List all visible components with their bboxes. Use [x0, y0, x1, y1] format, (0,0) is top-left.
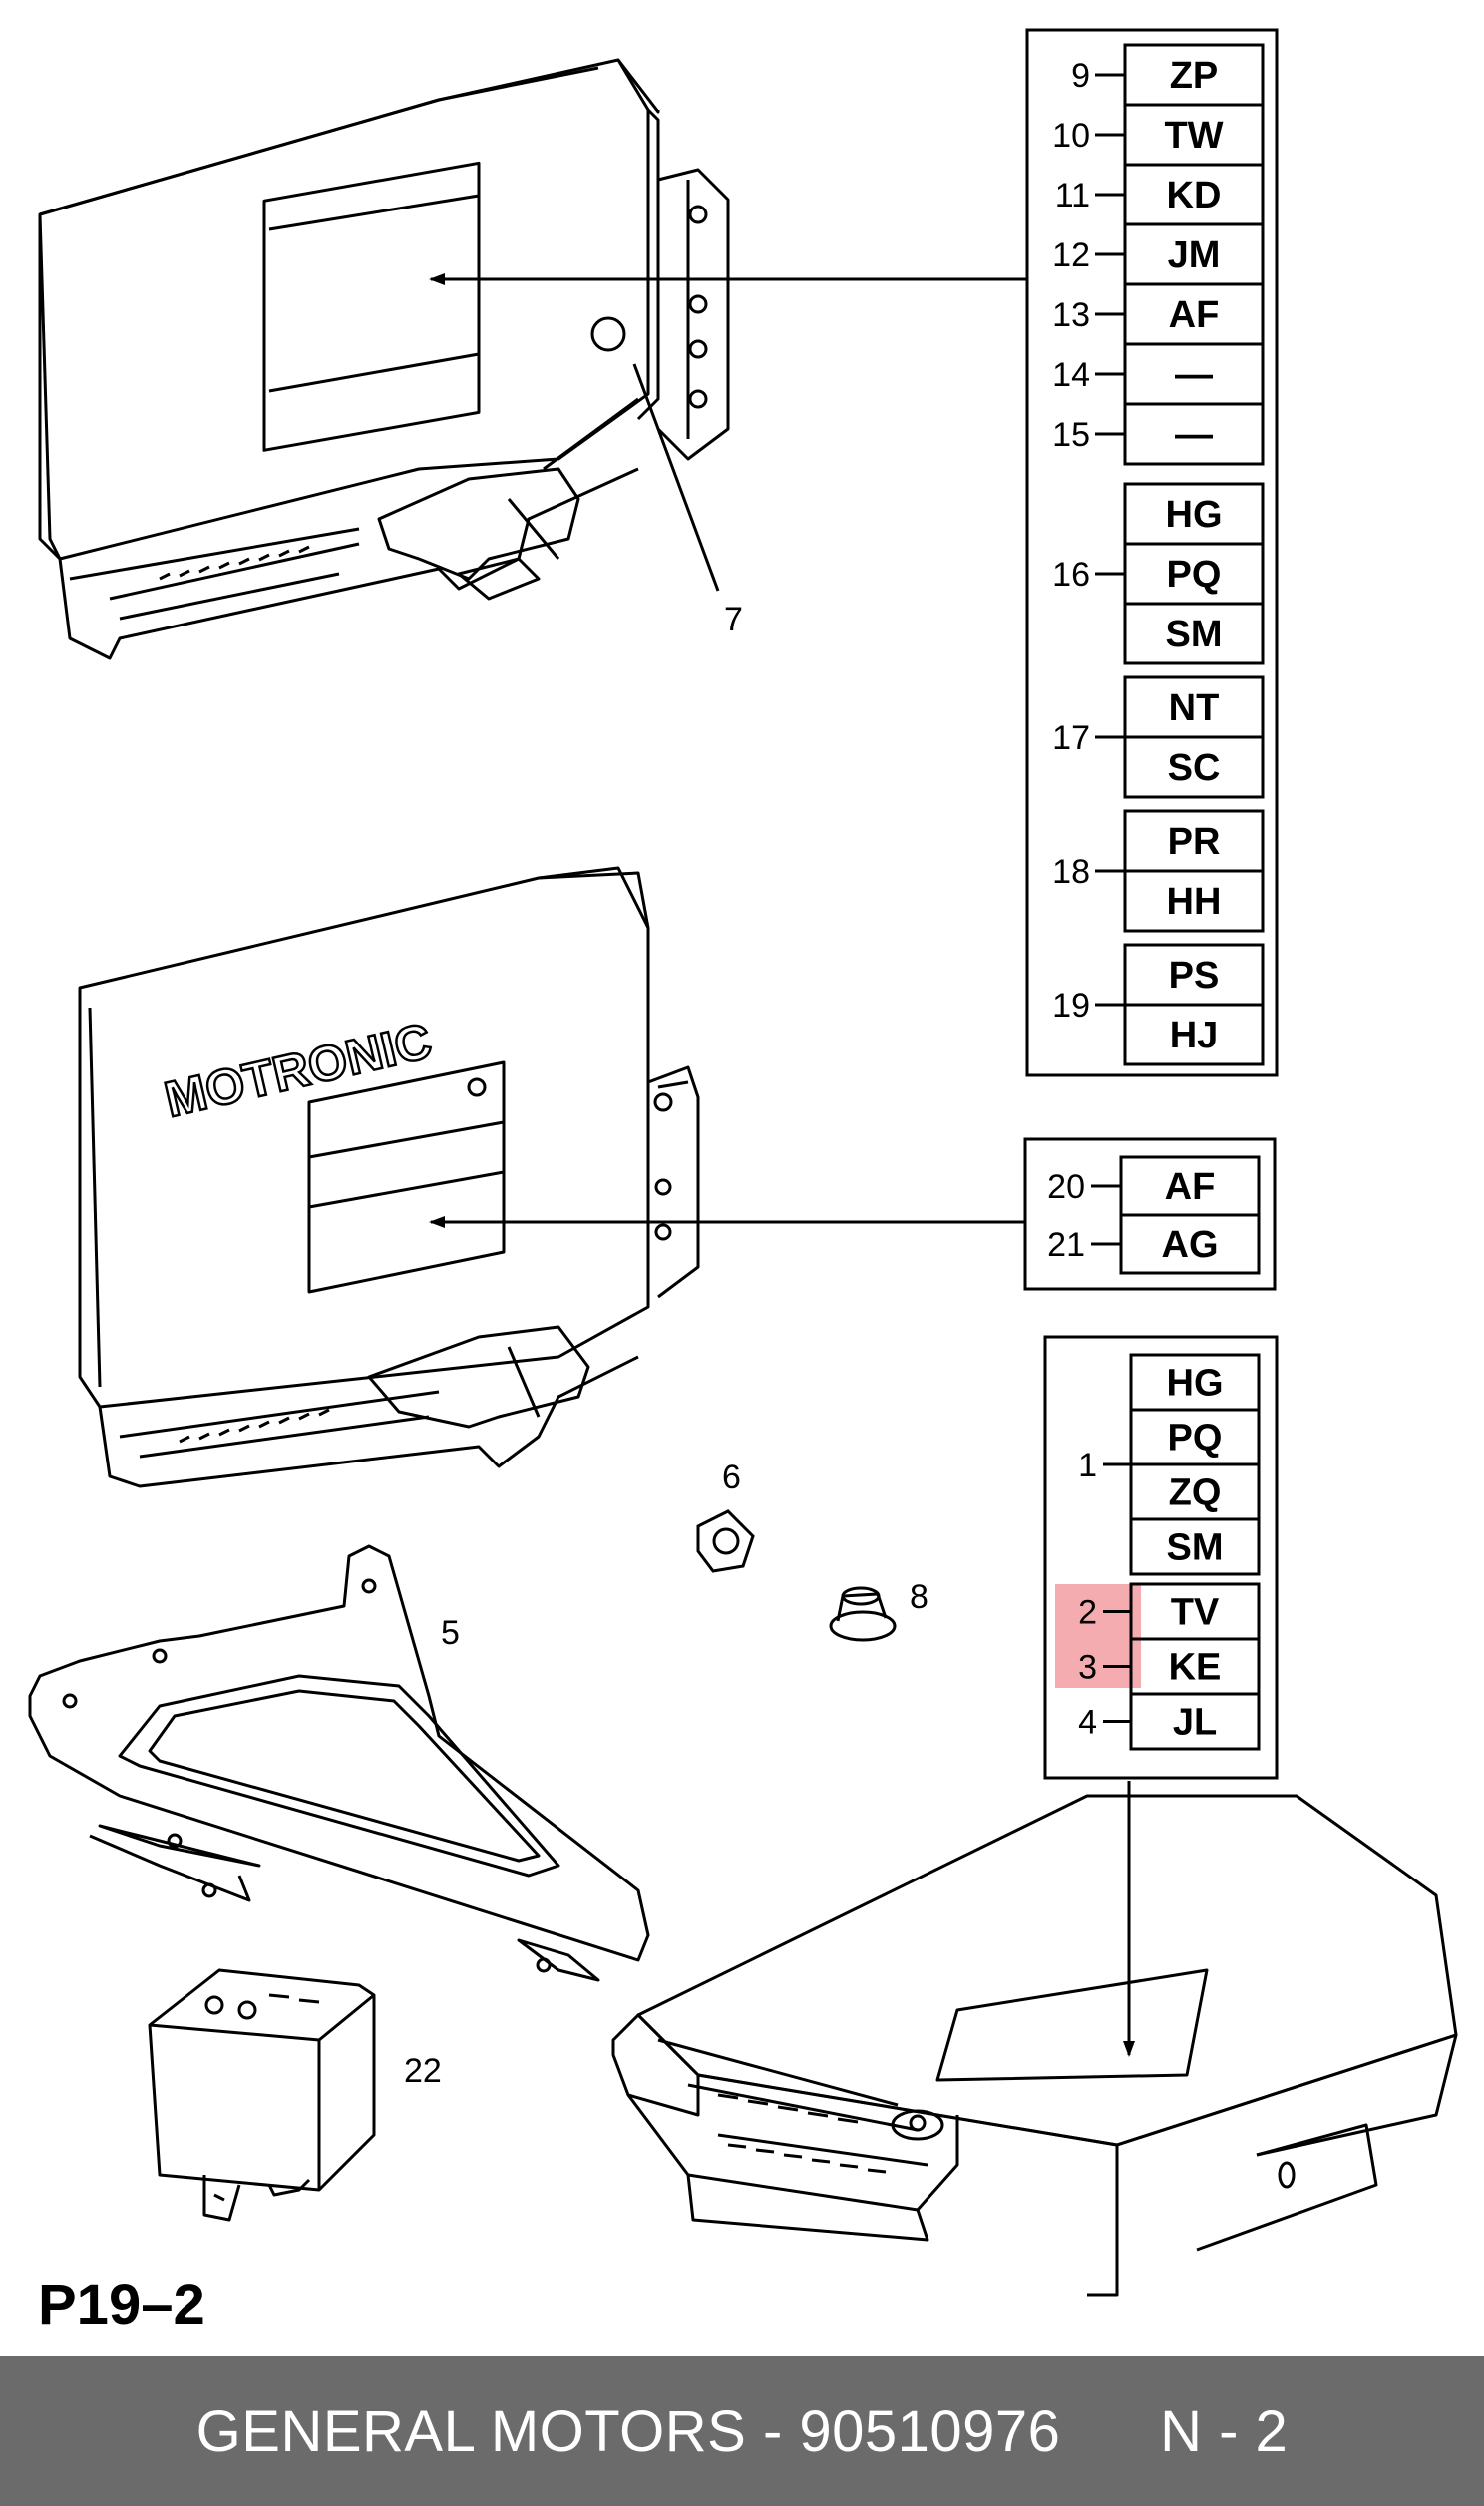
code-label: AG: [1162, 1224, 1219, 1266]
ecu-top-illustration: [38, 58, 730, 660]
row-number: 12: [1052, 236, 1090, 274]
row-number: 13: [1052, 296, 1090, 334]
code-cell: [1129, 1517, 1261, 1576]
code-cell: [1123, 1003, 1265, 1066]
code-label: TW: [1164, 115, 1223, 157]
code-label: ZP: [1170, 55, 1219, 97]
code-label: HG: [1167, 1363, 1224, 1405]
code-cell: [1123, 602, 1265, 665]
callout-22: 22: [404, 2052, 442, 2090]
bracket-illustration: [28, 1544, 650, 1982]
code-label: PQ: [1168, 1418, 1223, 1460]
code-label: JM: [1168, 234, 1221, 276]
row-number: 14: [1052, 356, 1090, 394]
row-number: 2: [1078, 1594, 1097, 1632]
footer-brand: GENERAL MOTORS: [195, 2398, 747, 2464]
row-number: 16: [1052, 556, 1090, 594]
grommet-illustration: [829, 1586, 897, 1642]
relay-illustration: [148, 1968, 376, 2222]
row-number: 18: [1052, 853, 1090, 891]
row-number: 1: [1078, 1447, 1097, 1484]
code-label: PS: [1169, 955, 1220, 997]
row-number: 15: [1052, 416, 1090, 454]
row-number: 9: [1071, 57, 1090, 95]
code-label: PQ: [1167, 554, 1222, 596]
row-number: 20: [1047, 1168, 1085, 1206]
code-label: HJ: [1170, 1015, 1219, 1056]
code-label: AF: [1165, 1166, 1216, 1208]
footer-bar: GENERAL MOTORS - 90510976 N - 2: [0, 2356, 1484, 2506]
footer-page-label: N - 2: [1160, 2398, 1289, 2464]
code-label: —: [1175, 354, 1213, 396]
code-label: JL: [1173, 1702, 1217, 1744]
leader-lines: [429, 273, 1135, 2057]
code-label: TV: [1171, 1592, 1220, 1634]
row-number: 17: [1052, 719, 1090, 757]
code-label: NT: [1169, 687, 1220, 729]
code-cell: [1123, 869, 1265, 933]
code-label: ZQ: [1169, 1472, 1222, 1514]
code-label: SM: [1166, 614, 1223, 655]
ecu-bottom-illustration: [611, 1794, 1458, 2297]
code-label: SC: [1168, 747, 1221, 789]
code-label: PR: [1168, 821, 1221, 863]
highlight-row-2: [1055, 1584, 1141, 1688]
row-number: 11: [1055, 177, 1090, 214]
ecu-middle-illustration: [78, 866, 700, 1488]
code-label: KD: [1167, 175, 1222, 216]
code-group-middle: [1023, 1137, 1277, 1291]
code-group-bottom: [1043, 1335, 1279, 1780]
callout-8: 8: [910, 1578, 928, 1616]
code-label: SM: [1167, 1527, 1224, 1569]
row-number: 19: [1052, 987, 1090, 1025]
page-code: P19–2: [38, 2273, 205, 2337]
callout-5: 5: [441, 1614, 460, 1652]
footer-text: GENERAL MOTORS - 90510976 N - 2: [196, 2398, 1289, 2465]
code-label: —: [1175, 414, 1213, 456]
row-number: 10: [1052, 117, 1090, 155]
nut-illustration: [696, 1509, 755, 1573]
code-group-top: [1025, 28, 1279, 1077]
code-cell: [1123, 735, 1265, 799]
code-label: HH: [1167, 881, 1222, 923]
footer-part-number: 90510976: [799, 2398, 1061, 2464]
code-cells: ZP9TW10KD11JM12AF13—14—15HGPQSM16NTSC17P…: [1047, 43, 1265, 1751]
code-label: KE: [1169, 1647, 1222, 1689]
row-number: 4: [1078, 1704, 1097, 1742]
code-label: AF: [1169, 294, 1220, 336]
footer-separator: -: [746, 2398, 800, 2464]
row-number: 21: [1047, 1226, 1085, 1264]
callout-7: 7: [724, 601, 743, 638]
code-label: HG: [1166, 494, 1223, 536]
callout-6: 6: [722, 1459, 741, 1496]
row-number: 3: [1078, 1649, 1097, 1687]
